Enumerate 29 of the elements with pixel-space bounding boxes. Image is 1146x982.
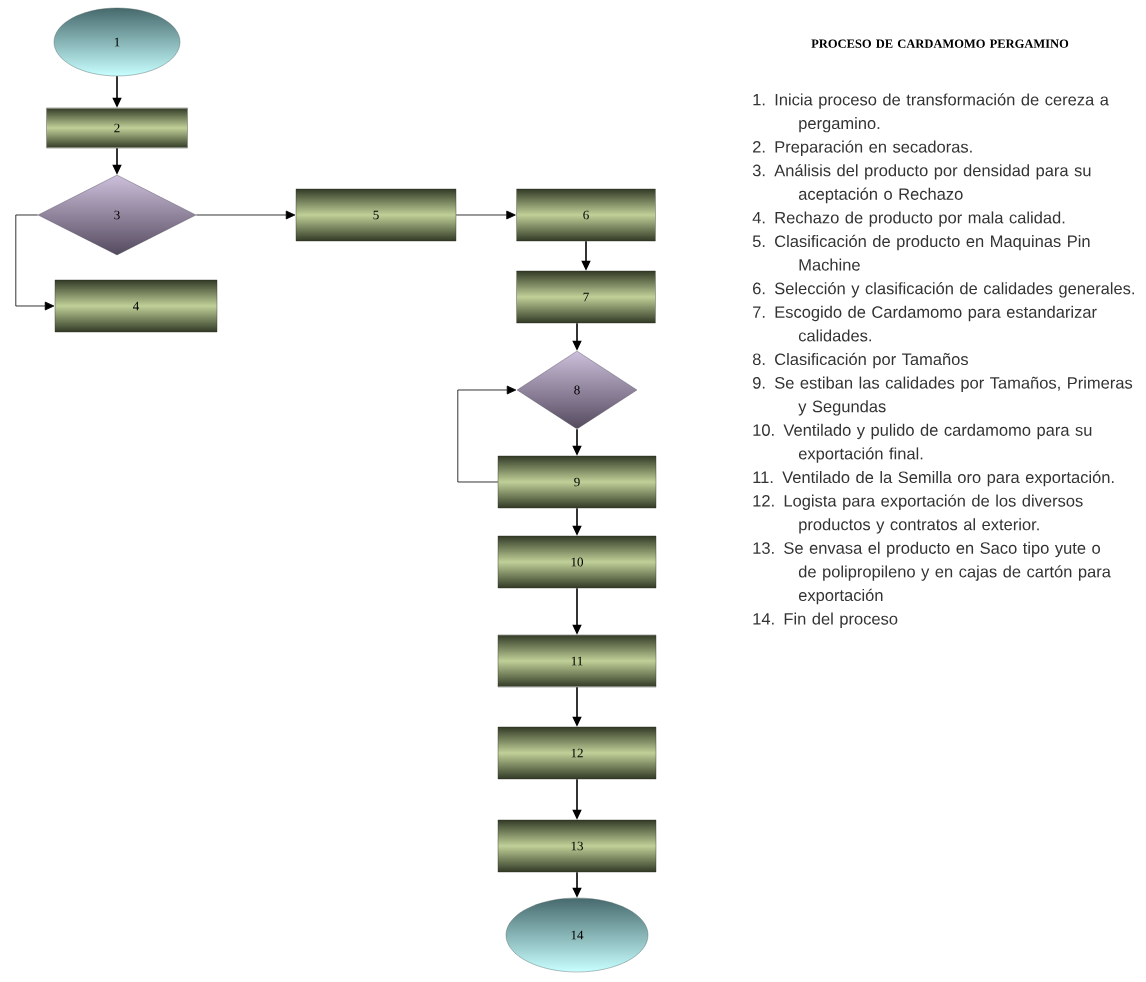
- arrow: [457, 385, 517, 483]
- list-item: 5. Clasificación de producto en Maquinas Pin Machine: [752, 234, 1090, 271]
- arrow: [195, 210, 296, 220]
- list-item: 12. Logista para exportación de los diversos productos y contratos al exterior.: [753, 494, 1083, 534]
- process-box: 2: [46, 107, 188, 149]
- list-item: 3. Análisis del producto por densidad para su aceptación o Rechazo: [752, 164, 1091, 204]
- list-item: 2. Preparación en secadoras.: [753, 140, 972, 156]
- list-item: 14. Fin del proceso: [753, 612, 898, 628]
- process-box: 6: [516, 188, 656, 242]
- process-box: 12: [497, 726, 657, 780]
- list-item: 1. Inicia proceso de transformación de cereza a pergamino.: [753, 93, 1109, 133]
- list-item: 9. Se estiban las calidades por Tamaños, Primeras y Segundas: [752, 376, 1133, 416]
- process-box: 9: [497, 455, 657, 509]
- title: PROCESO DE CARDAMOMO PERGAMINO: [811, 39, 1069, 48]
- process-box: 13: [497, 819, 657, 873]
- process-box: 11: [497, 634, 657, 688]
- arrow: [15, 214, 55, 311]
- list-item: 8. Clasificación por Tamaños: [752, 352, 968, 369]
- list-item: 6. Selección y clasificación de calidades generales.: [753, 282, 1134, 298]
- arrow: [455, 210, 516, 220]
- list-item: 10. Ventilado y pulido de cardamomo para su exportación final.: [753, 423, 1092, 463]
- process-box: 5: [295, 188, 457, 242]
- process-box: 10: [497, 535, 657, 589]
- list-item: 11. Ventilado de la Semilla oro para exportación.: [753, 470, 1114, 487]
- process-box: 7: [516, 270, 656, 324]
- list-item: 7. Escogido de Cardamomo para estandarizar calidades.: [753, 305, 1097, 342]
- list-item: 13. Se envasa el producto en Saco tipo yute o de polipropileno y en cajas de cartón para exportación: [753, 541, 1111, 605]
- process-box: 4: [54, 279, 218, 333]
- list-item: 4. Rechazo de producto por mala calidad.: [752, 211, 1065, 227]
